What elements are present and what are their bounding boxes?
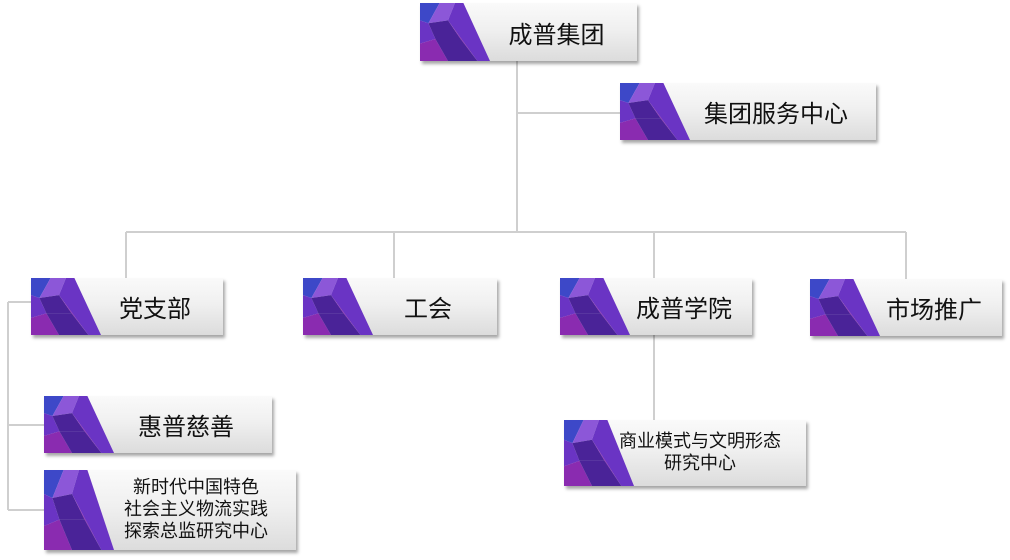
decorative-polygon-icon	[810, 279, 880, 336]
node-label: 惠普慈善	[138, 413, 234, 441]
node-label-line: 社会主义物流实践	[124, 499, 268, 520]
node-label: 党支部	[119, 295, 191, 323]
decorative-polygon-icon	[620, 83, 690, 140]
node-label-line: 研究中心	[664, 453, 736, 474]
node-chengpu-group: 成普集团	[420, 3, 637, 61]
node-label: 新时代中国特色 社会主义物流实践 探索总监研究中心	[100, 470, 292, 550]
node-label-line: 新时代中国特色	[133, 477, 259, 498]
node-business-model-research-center: 商业模式与文明形态 研究中心	[564, 420, 806, 486]
node-label-line: 商业模式与文明形态	[619, 431, 781, 452]
decorative-polygon-icon	[303, 278, 373, 335]
node-label: 成普学院	[636, 295, 732, 323]
node-logistics-research-center: 新时代中国特色 社会主义物流实践 探索总监研究中心	[44, 470, 296, 550]
decorative-polygon-icon	[560, 278, 630, 335]
node-union: 工会	[303, 278, 497, 335]
node-chengpu-academy: 成普学院	[560, 278, 752, 335]
decorative-polygon-icon	[31, 278, 101, 335]
node-party-branch: 党支部	[31, 278, 223, 335]
node-group-service-center: 集团服务中心	[620, 83, 876, 140]
node-marketing: 市场推广	[810, 279, 1002, 336]
decorative-polygon-icon	[44, 470, 114, 550]
node-label: 集团服务中心	[704, 100, 848, 128]
node-label: 市场推广	[886, 296, 982, 324]
node-huipu-charity: 惠普慈善	[44, 396, 272, 453]
node-label: 成普集团	[508, 20, 605, 49]
decorative-polygon-icon	[564, 420, 634, 486]
node-label-line: 探索总监研究中心	[124, 521, 268, 542]
node-label: 商业模式与文明形态 研究中心	[598, 420, 802, 486]
node-label: 工会	[404, 295, 452, 323]
decorative-polygon-icon	[420, 3, 490, 61]
decorative-polygon-icon	[44, 396, 114, 453]
